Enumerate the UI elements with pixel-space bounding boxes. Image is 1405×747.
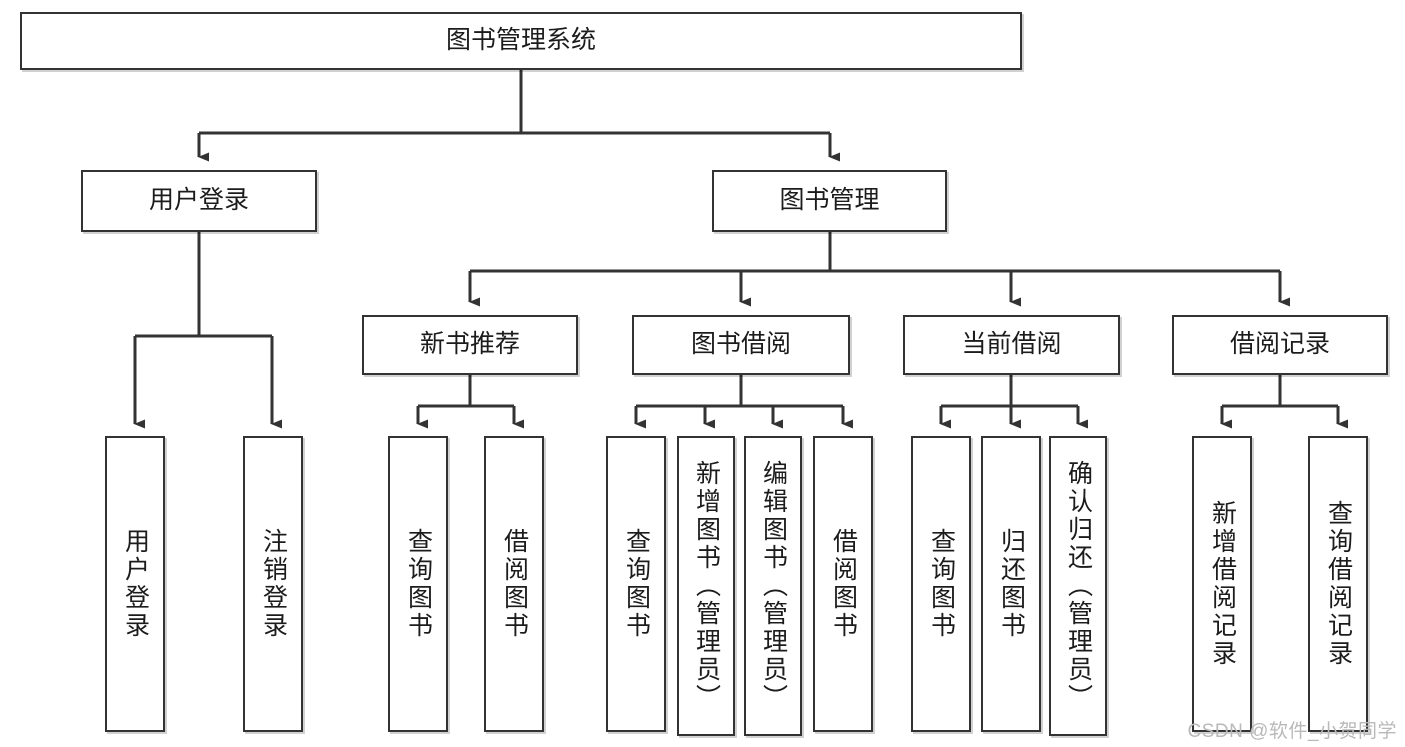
leaf-book-borrow-edit-book-admin[interactable]: 编辑图书（管理员）: [744, 436, 802, 736]
node-label: 归还图书: [997, 528, 1026, 640]
leaf-user-login-signout[interactable]: 注销登录: [243, 436, 303, 732]
node-label: 当前借阅: [961, 330, 1062, 359]
node-label: 用户登录: [121, 528, 150, 640]
leaf-current-borrow-query-book[interactable]: 查询图书: [911, 436, 971, 732]
leaf-current-borrow-return-book[interactable]: 归还图书: [981, 436, 1041, 732]
node-label: 借阅记录: [1229, 330, 1330, 359]
node-user-login[interactable]: 用户登录: [81, 170, 317, 232]
leaf-current-borrow-confirm-return-admin[interactable]: 确认归还（管理员）: [1049, 436, 1107, 736]
node-label: 图书管理: [779, 186, 880, 215]
node-label: 确认归还（管理员）: [1064, 460, 1093, 712]
node-label: 图书借阅: [690, 330, 791, 359]
node-borrow-record[interactable]: 借阅记录: [1172, 315, 1388, 375]
node-label: 查询图书: [927, 528, 956, 640]
node-label: 查询图书: [622, 528, 651, 640]
node-label: 注销登录: [259, 528, 288, 640]
leaf-new-book-borrow-book[interactable]: 借阅图书: [484, 436, 544, 732]
leaf-borrow-record-query-record[interactable]: 查询借阅记录: [1308, 436, 1368, 732]
node-root-system[interactable]: 图书管理系统: [20, 12, 1022, 70]
leaf-book-borrow-query-book[interactable]: 查询图书: [606, 436, 666, 732]
node-label: 新增借阅记录: [1208, 500, 1237, 668]
node-label: 新书推荐: [419, 330, 520, 359]
node-new-book-recommend[interactable]: 新书推荐: [362, 315, 578, 375]
node-current-borrow[interactable]: 当前借阅: [903, 315, 1120, 375]
node-label: 用户登录: [148, 186, 249, 215]
node-label: 图书管理系统: [445, 26, 596, 55]
leaf-book-borrow-add-book-admin[interactable]: 新增图书（管理员）: [677, 436, 735, 736]
node-label: 借阅图书: [500, 528, 529, 640]
node-label: 查询图书: [404, 528, 433, 640]
node-label: 借阅图书: [829, 528, 858, 640]
csdn-watermark: CSDN @软件_小贺同学: [1187, 721, 1397, 742]
node-label: 查询借阅记录: [1324, 500, 1353, 668]
leaf-book-borrow-borrow-book[interactable]: 借阅图书: [813, 436, 873, 732]
node-book-management[interactable]: 图书管理: [712, 170, 947, 232]
leaf-user-login-signin[interactable]: 用户登录: [105, 436, 165, 732]
leaf-borrow-record-add-record[interactable]: 新增借阅记录: [1192, 436, 1252, 732]
node-label: 编辑图书（管理员）: [759, 460, 788, 712]
leaf-new-book-query-book[interactable]: 查询图书: [388, 436, 448, 732]
node-book-borrow[interactable]: 图书借阅: [632, 315, 850, 375]
node-label: 新增图书（管理员）: [692, 460, 721, 712]
